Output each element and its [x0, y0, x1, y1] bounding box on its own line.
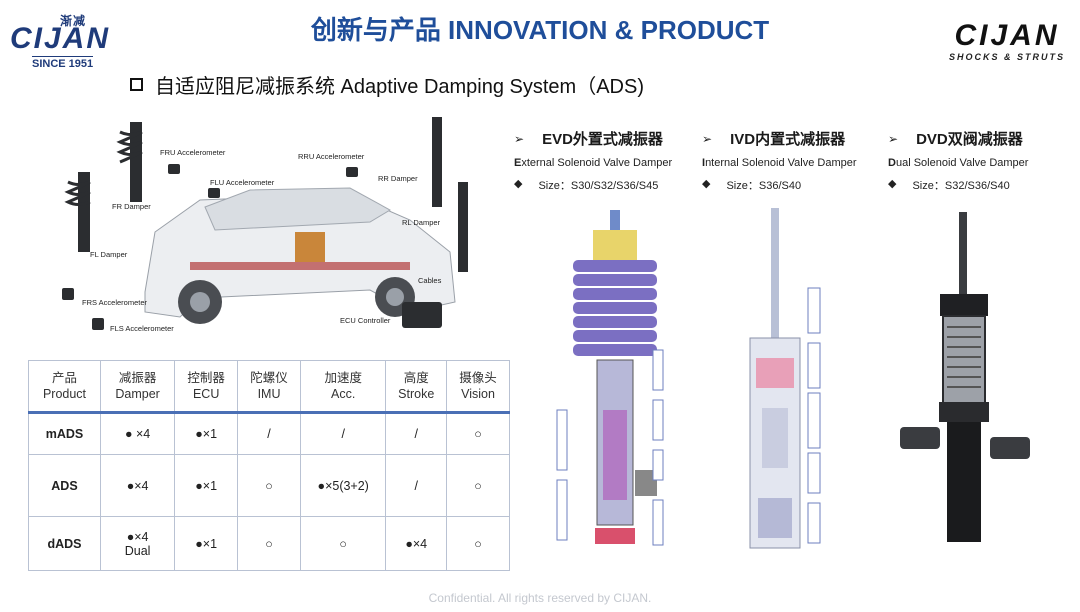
- arrow-bullet-icon: ➢: [702, 131, 713, 146]
- evd-damper-cutaway: [555, 210, 685, 550]
- cell-vision: ○: [446, 454, 510, 517]
- cell-acc: /: [299, 412, 387, 455]
- diamond-bullet-icon: ◆: [514, 178, 523, 190]
- cell-ecu: ●×1: [174, 454, 239, 517]
- damper-size: Size：S30/S32/S36/S45: [538, 180, 659, 192]
- cell-product: ADS: [28, 454, 101, 517]
- cell-imu: ○: [237, 454, 301, 517]
- cell-acc: ●×5(3+2): [299, 454, 387, 517]
- label-fr-damper: FR Damper: [112, 202, 151, 211]
- damper-evd-info: ➢EVD外置式减振器 External Solenoid Valve Dampe…: [514, 128, 672, 193]
- logo-wordmark: CIJAN: [10, 22, 111, 55]
- evd-damper-drawing: [556, 210, 664, 546]
- square-bullet-icon: [130, 78, 143, 91]
- logo-chinese-tag: 渐减: [60, 14, 87, 28]
- cell-vision: ○: [446, 516, 510, 571]
- damper-title: DVD双阀减振器: [916, 131, 1023, 148]
- section-heading: 自适应阻尼减振系统 Adaptive Damping System（ADS): [130, 70, 644, 99]
- label-frs-accelerometer: FRS Accelerometer: [82, 298, 148, 307]
- slide-title: 创新与产品 INNOVATION & PRODUCT: [310, 15, 770, 45]
- cell-ecu: ●×1: [174, 516, 239, 571]
- car-diagram: [62, 117, 468, 330]
- cell-damper: ●×4: [99, 454, 176, 517]
- confidential-footer: Confidential. All rights reserved by CIJ…: [428, 591, 652, 605]
- damper-size: Size：S36/S40: [726, 180, 802, 192]
- cell-damper: ● ×4: [99, 412, 176, 455]
- label-fls-accelerometer: FLS Accelerometer: [110, 324, 174, 333]
- damper-subtitle: ual Solenoid Valve Damper: [895, 157, 1029, 169]
- ivd-damper-drawing: [749, 208, 821, 549]
- damper-title: EVD外置式减振器: [542, 131, 663, 148]
- logo-tagline: SHOCKS & STRUTS: [948, 52, 1065, 62]
- arrow-bullet-icon: ➢: [888, 131, 899, 146]
- logo-since: SINCE 1951: [32, 56, 94, 70]
- section-title: 自适应阻尼减振系统 Adaptive Damping System（ADS): [155, 76, 645, 98]
- cell-vision: ○: [446, 412, 510, 455]
- damper-ivd-info: ➢IVD内置式减振器 Internal Solenoid Valve Dampe…: [702, 128, 857, 193]
- label-ecu-controller: ECU Controller: [340, 316, 391, 325]
- cell-imu: /: [237, 412, 301, 455]
- label-cables: Cables: [418, 276, 442, 285]
- label-rl-damper: RL Damper: [402, 218, 441, 227]
- company-logo-right: CIJAN SHOCKS & STRUTS: [942, 19, 1072, 63]
- logo-wordmark-right: CIJAN: [954, 19, 1060, 52]
- cell-stroke: /: [385, 454, 448, 517]
- cell-stroke: ●×4: [385, 516, 448, 571]
- dvd-damper-photo: [895, 212, 1035, 547]
- damper-subtitle: xternal Solenoid Valve Damper: [521, 157, 673, 169]
- table-row: ADS ●×4 ●×1 ○ ●×5(3+2) / ○: [28, 454, 510, 517]
- table-row: mADS ● ×4 ●×1 / / / ○: [28, 412, 510, 455]
- cell-product: dADS: [28, 516, 101, 571]
- label-flu-accelerometer: FLU Accelerometer: [210, 178, 275, 187]
- cell-acc: ○: [299, 516, 387, 571]
- cell-ecu: ●×1: [174, 412, 239, 455]
- cell-stroke: /: [385, 412, 448, 455]
- arrow-bullet-icon: ➢: [514, 131, 525, 146]
- label-rr-damper: RR Damper: [378, 174, 418, 183]
- company-logo-left: 渐减 CIJAN SINCE 1951: [10, 8, 110, 70]
- cell-product: mADS: [28, 412, 101, 455]
- damper-subtitle: nternal Solenoid Valve Damper: [705, 157, 857, 169]
- damper-size: Size：S32/S36/S40: [912, 180, 1010, 192]
- diamond-bullet-icon: ◆: [888, 178, 897, 190]
- damper-dvd-info: ➢DVD双阀减振器 Dual Solenoid Valve Damper ◆Si…: [888, 128, 1028, 193]
- car-system-illustration: FRU Accelerometer RRU Accelerometer FLU …: [50, 112, 480, 348]
- damper-title: IVD内置式减振器: [730, 131, 846, 148]
- label-rru-accelerometer: RRU Accelerometer: [298, 152, 365, 161]
- dvd-damper-drawing: [900, 212, 1030, 542]
- label-fl-damper: FL Damper: [90, 250, 128, 259]
- label-fru-accelerometer: FRU Accelerometer: [160, 148, 226, 157]
- ivd-damper-cutaway: [738, 208, 838, 553]
- cell-imu: ○: [237, 516, 301, 571]
- diamond-bullet-icon: ◆: [702, 178, 711, 190]
